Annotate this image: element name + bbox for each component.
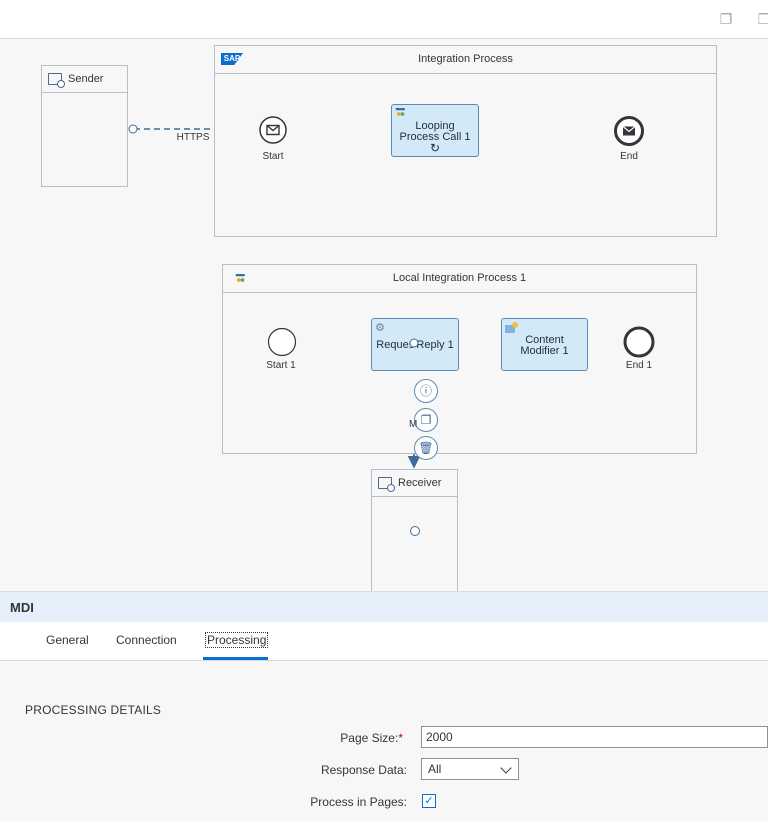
sender-header: Sender (42, 66, 127, 93)
participant-icon (378, 477, 395, 492)
receiver-participant[interactable]: Receiver (371, 469, 458, 591)
end-event[interactable] (614, 116, 644, 146)
page-size-input[interactable] (421, 726, 768, 748)
tab-general[interactable]: General (46, 633, 89, 647)
chevron-down-icon (500, 762, 512, 774)
sender-label: Sender (68, 73, 104, 85)
tab-processing[interactable]: Processing (204, 632, 269, 648)
participant-icon (48, 73, 65, 88)
gear-icon: ⚙ (375, 322, 385, 334)
loop-icon: ↻ (429, 141, 441, 155)
paste-icon[interactable]: ❐ (757, 11, 768, 27)
processing-panel: PROCESSING DETAILS Page Size:* Response … (0, 661, 768, 821)
integration-process-header: SAP Integration Process (215, 46, 716, 74)
looping-task-line1: Looping (415, 120, 455, 132)
request-reply-port-top[interactable] (409, 338, 419, 348)
local-integration-process-pool[interactable]: Local Integration Process 1 (222, 264, 697, 454)
integration-process-title: Integration Process (418, 53, 513, 65)
properties-title: MDI (10, 600, 34, 615)
delete-button[interactable]: 🗑 (414, 436, 438, 460)
top-toolbar: ❐ ❐ (0, 0, 768, 39)
process-in-pages-checkbox[interactable]: ✓ (422, 794, 436, 808)
process-call-icon (395, 108, 405, 116)
response-data-value: All (428, 762, 442, 776)
start-event[interactable] (259, 116, 287, 144)
start1-label: Start 1 (266, 360, 296, 371)
content-modifier-icon (505, 322, 518, 333)
end1-label: End 1 (625, 360, 653, 371)
looping-process-call-task[interactable]: Looping Process Call 1 ↻ (391, 104, 479, 157)
process-in-pages-label: Process in Pages: (310, 795, 407, 809)
https-channel-label[interactable]: HTTPS (176, 132, 210, 143)
sender-participant[interactable]: Sender (41, 65, 128, 187)
end-event-label: End (620, 151, 638, 162)
info-button[interactable]: ⓘ (414, 379, 438, 403)
properties-header: MDI (0, 591, 768, 623)
properties-tabs: General Connection Processing (0, 622, 768, 661)
page-size-label: Page Size:* (340, 731, 403, 745)
processing-details-title: PROCESSING DETAILS (25, 703, 162, 717)
sender-port (128, 124, 138, 134)
local-process-title: Local Integration Process 1 (392, 272, 527, 284)
required-mark: * (398, 731, 403, 745)
active-tab-indicator (203, 657, 268, 660)
content-modifier-line1: Content (525, 334, 564, 346)
response-data-select[interactable]: All (421, 758, 519, 780)
copy-button[interactable]: ❐ (414, 408, 438, 432)
content-modifier-task[interactable]: Content Modifier 1 (501, 318, 588, 371)
tab-connection[interactable]: Connection (116, 633, 177, 647)
looping-task-line2: Process Call 1 (399, 131, 471, 143)
diagram-canvas[interactable]: Sender SAP Integration Process Start HTT… (0, 39, 768, 591)
start1-event[interactable] (267, 327, 297, 357)
copy-icon[interactable]: ❐ (719, 11, 733, 27)
content-modifier-line2: Modifier 1 (520, 345, 569, 357)
local-process-header: Local Integration Process 1 (223, 265, 696, 293)
end1-event[interactable] (623, 326, 655, 358)
receiver-port[interactable] (409, 525, 421, 537)
connector-label: M (409, 419, 418, 430)
receiver-header: Receiver (372, 470, 457, 497)
receiver-label: Receiver (398, 477, 442, 489)
response-data-label: Response Data: (320, 763, 407, 777)
local-process-icon (235, 274, 245, 282)
start-event-label: Start (262, 151, 284, 162)
